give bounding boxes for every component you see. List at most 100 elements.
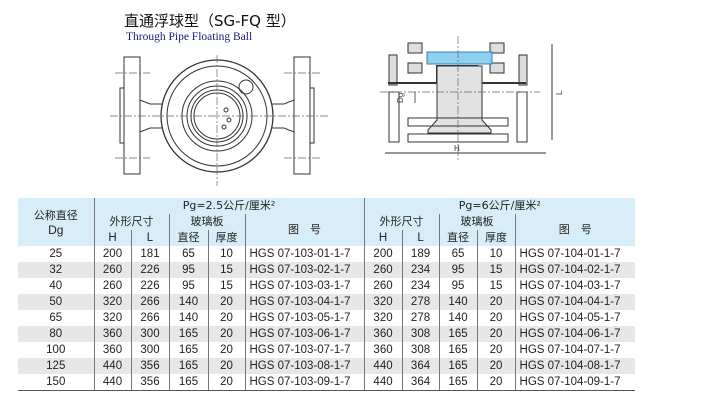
- cell-drawing-no-2-5: HGS 07-103-06-1-7: [244, 326, 365, 342]
- cell-glass-dia-6: 140: [438, 294, 478, 310]
- cell-h-2-5: 440: [93, 374, 131, 391]
- cell-h-2-5: 320: [93, 294, 131, 310]
- cell-glass-dia-6: 65: [438, 246, 478, 262]
- cell-drawing-no-6: HGS 07-104-04-1-7: [514, 294, 636, 310]
- cell-h-6: 360: [363, 342, 403, 358]
- cell-glass-dia-6: 165: [438, 374, 478, 391]
- cell-glass-thick-2-5: 10: [207, 246, 245, 262]
- h-header: H: [363, 230, 403, 246]
- cell-h-6: 440: [363, 358, 403, 374]
- cell-drawing-no-6: HGS 07-104-06-1-7: [514, 326, 636, 342]
- cell-h-6: 260: [363, 262, 403, 278]
- cell-dg: 40: [49, 280, 63, 292]
- cell-h-2-5: 320: [93, 310, 131, 326]
- cell-h-6: 360: [363, 326, 403, 342]
- section-view-drawing: [380, 36, 553, 160]
- cell-glass-thick-6: 15: [476, 278, 516, 294]
- cell-l-6: 308: [401, 342, 440, 358]
- cell-glass-dia-6: 95: [438, 262, 478, 278]
- cell-l-6: 364: [401, 358, 440, 374]
- cell-dg: 50: [18, 294, 94, 310]
- cell-drawing-no-2-5: HGS 07-103-03-1-7: [244, 278, 365, 294]
- dn-header-label: 公称直径: [33, 209, 78, 222]
- cell-drawing-no-2-5: HGS 07-103-02-1-7: [244, 262, 365, 278]
- cell-glass-dia-2-5: 140: [168, 294, 208, 310]
- thickness-header: 厚度: [476, 230, 516, 246]
- l-dimension-label: L: [555, 90, 564, 95]
- drawing-no-header: 图 号: [244, 214, 365, 246]
- cell-glass-dia-6: 165: [438, 326, 478, 342]
- front-view-drawing: [110, 55, 330, 186]
- cell-l-2-5: 300: [130, 342, 169, 358]
- cell-h-6: 440: [363, 374, 403, 391]
- cell-glass-dia-2-5: 165: [168, 326, 208, 342]
- cell-glass-dia-6: 165: [438, 358, 478, 374]
- cell-glass-thick-2-5: 15: [207, 278, 245, 294]
- cell-glass-dia-2-5: 65: [168, 246, 208, 262]
- cell-dg: 25: [49, 248, 63, 260]
- cell-l-2-5: 356: [130, 358, 169, 374]
- cell-l-2-5: 356: [130, 374, 169, 391]
- cell-l-6: 308: [401, 326, 440, 342]
- cell-h-2-5: 440: [93, 358, 131, 374]
- cell-l-6: 278: [401, 294, 440, 310]
- cell-h-2-5: 360: [93, 326, 131, 342]
- cell-drawing-no-2-5: HGS 07-103-05-1-7: [244, 310, 365, 326]
- cell-l-6: 234: [401, 262, 440, 278]
- cell-glass-thick-2-5: 20: [207, 358, 245, 374]
- cell-glass-dia-2-5: 140: [168, 310, 208, 326]
- title-chinese: 直通浮球型（SG-FQ 型）: [124, 12, 296, 30]
- cell-glass-thick-6: 20: [476, 342, 516, 358]
- cell-l-2-5: 266: [130, 310, 169, 326]
- cell-glass-thick-2-5: 20: [207, 326, 245, 342]
- cell-l-6: 234: [401, 278, 440, 294]
- cell-glass-dia-6: 140: [438, 310, 478, 326]
- cell-drawing-no-2-5: HGS 07-103-08-1-7: [244, 358, 365, 374]
- cell-glass-thick-2-5: 20: [207, 342, 245, 358]
- dg-dimension-label: Dg: [396, 93, 405, 103]
- diameter-header: 直径: [438, 230, 478, 246]
- cell-glass-thick-6: 20: [476, 374, 516, 391]
- cell-dg: 32: [18, 262, 94, 278]
- cell-glass-dia-2-5: 165: [168, 374, 208, 391]
- l-header: L: [401, 230, 440, 246]
- title-english: Through Pipe Floating Ball: [126, 31, 253, 43]
- cell-glass-thick-2-5: 20: [207, 374, 245, 391]
- cell-glass-thick-6: 20: [476, 310, 516, 326]
- cell-h-6: 260: [363, 278, 403, 294]
- cell-drawing-no-6: HGS 07-104-05-1-7: [514, 310, 636, 326]
- cell-dg: 100: [46, 344, 66, 356]
- cell-h-2-5: 200: [93, 246, 131, 262]
- cell-h-6: 200: [363, 246, 403, 262]
- cell-h-2-5: 260: [93, 278, 131, 294]
- dims-header: 外形尺寸: [93, 214, 169, 230]
- dn-header-sub: Dg: [48, 223, 64, 237]
- cell-glass-thick-2-5: 20: [207, 310, 245, 326]
- cell-glass-dia-2-5: 165: [168, 358, 208, 374]
- cell-l-2-5: 300: [130, 326, 169, 342]
- cell-dg: 150: [18, 374, 94, 391]
- cell-l-2-5: 226: [130, 278, 169, 294]
- cell-drawing-no-6: HGS 07-104-09-1-7: [514, 374, 636, 391]
- cell-drawing-no-6: HGS 07-104-08-1-7: [514, 358, 636, 374]
- cell-h-6: 320: [363, 310, 403, 326]
- cell-glass-thick-6: 15: [476, 262, 516, 278]
- cell-drawing-no-6: HGS 07-104-02-1-7: [514, 262, 636, 278]
- cell-glass-thick-6: 20: [476, 294, 516, 310]
- cell-h-2-5: 360: [93, 342, 131, 358]
- cell-l-6: 278: [401, 310, 440, 326]
- cell-drawing-no-6: HGS 07-104-07-1-7: [514, 342, 636, 358]
- cell-glass-dia-6: 165: [438, 342, 478, 358]
- glass-header: 玻璃板: [438, 214, 516, 230]
- cell-glass-thick-6: 20: [476, 326, 516, 342]
- cell-drawing-no-2-5: HGS 07-103-09-1-7: [244, 374, 365, 391]
